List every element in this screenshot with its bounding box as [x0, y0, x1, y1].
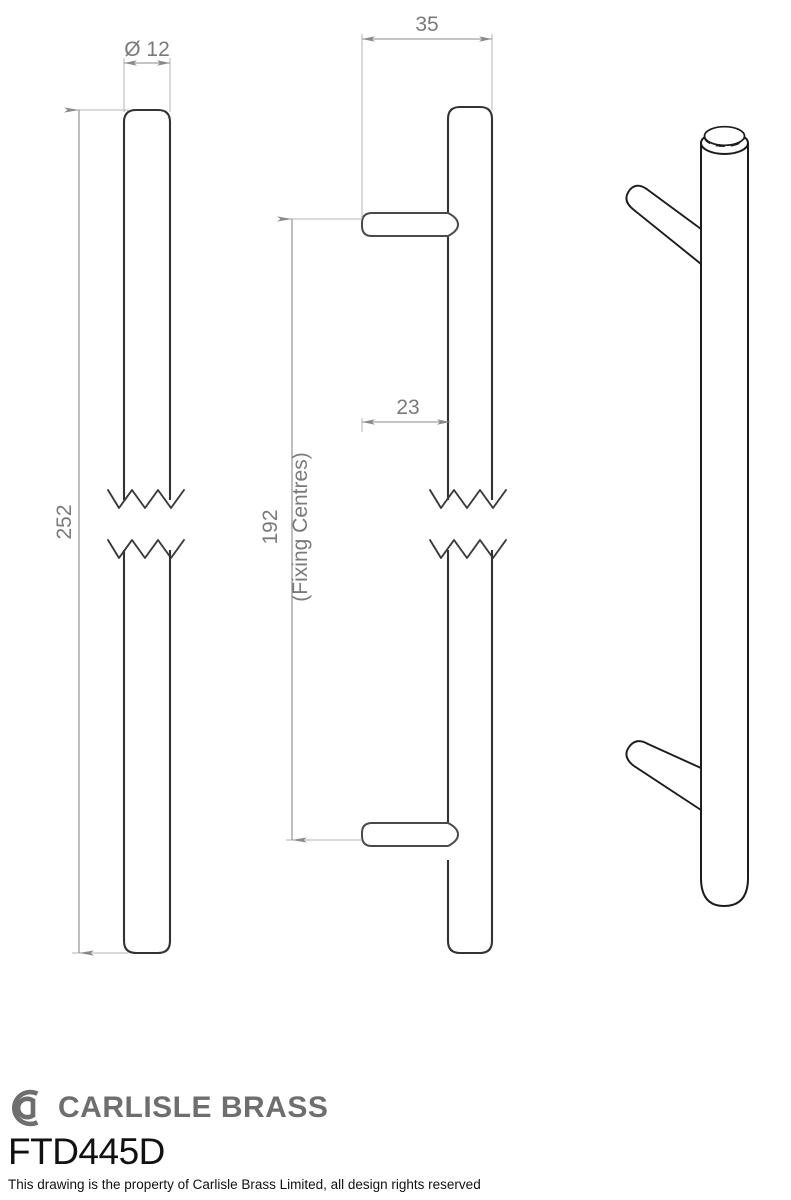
side-bar-upper-outline	[446, 105, 494, 500]
side-bar-lower-right-edge	[446, 550, 494, 955]
diameter-dimension-label: Ø 12	[124, 38, 170, 61]
side-bar-break-line-lower	[429, 539, 507, 559]
brand-row: CARLISLE BRASS	[8, 1086, 783, 1130]
side-bar-break-line-upper	[429, 489, 507, 509]
rights-notice: This drawing is the property of Carlisle…	[8, 1177, 481, 1192]
fixing-centres-note-label: (Fixing Centres)	[289, 452, 312, 601]
side-elevation-view: 35 23 192 (Fixing Centres)	[259, 13, 507, 955]
side-upper-leg-outline	[361, 212, 459, 237]
fixing-centres-dimension-label: 192	[259, 509, 282, 544]
front-bar-lower-outline	[122, 550, 172, 955]
title-block: CARLISLE BRASS FTD445D This drawing is t…	[8, 1086, 783, 1193]
brand-name: CARLISLE BRASS	[58, 1091, 329, 1124]
standoff-dimension-label: 23	[396, 396, 419, 419]
iso-upper-leg	[625, 184, 702, 265]
iso-bar-body	[700, 143, 749, 908]
part-code: FTD445D	[8, 1131, 165, 1172]
length-dimension-label: 252	[53, 504, 76, 539]
front-bar-upper-outline	[122, 108, 172, 500]
iso-lower-leg	[625, 740, 702, 811]
carlisle-brass-logo-icon	[12, 1089, 39, 1127]
side-lower-leg-outline	[361, 822, 459, 847]
width-dimension-label: 35	[415, 13, 438, 36]
iso-bar-top-hidden-arc	[703, 136, 746, 148]
front-bar-break-line-upper	[107, 489, 185, 509]
iso-bar-top-inner	[703, 125, 746, 147]
front-bar-break-line-lower	[107, 539, 185, 559]
front-elevation-view: Ø 12 252	[53, 38, 185, 956]
isometric-view	[625, 125, 749, 908]
